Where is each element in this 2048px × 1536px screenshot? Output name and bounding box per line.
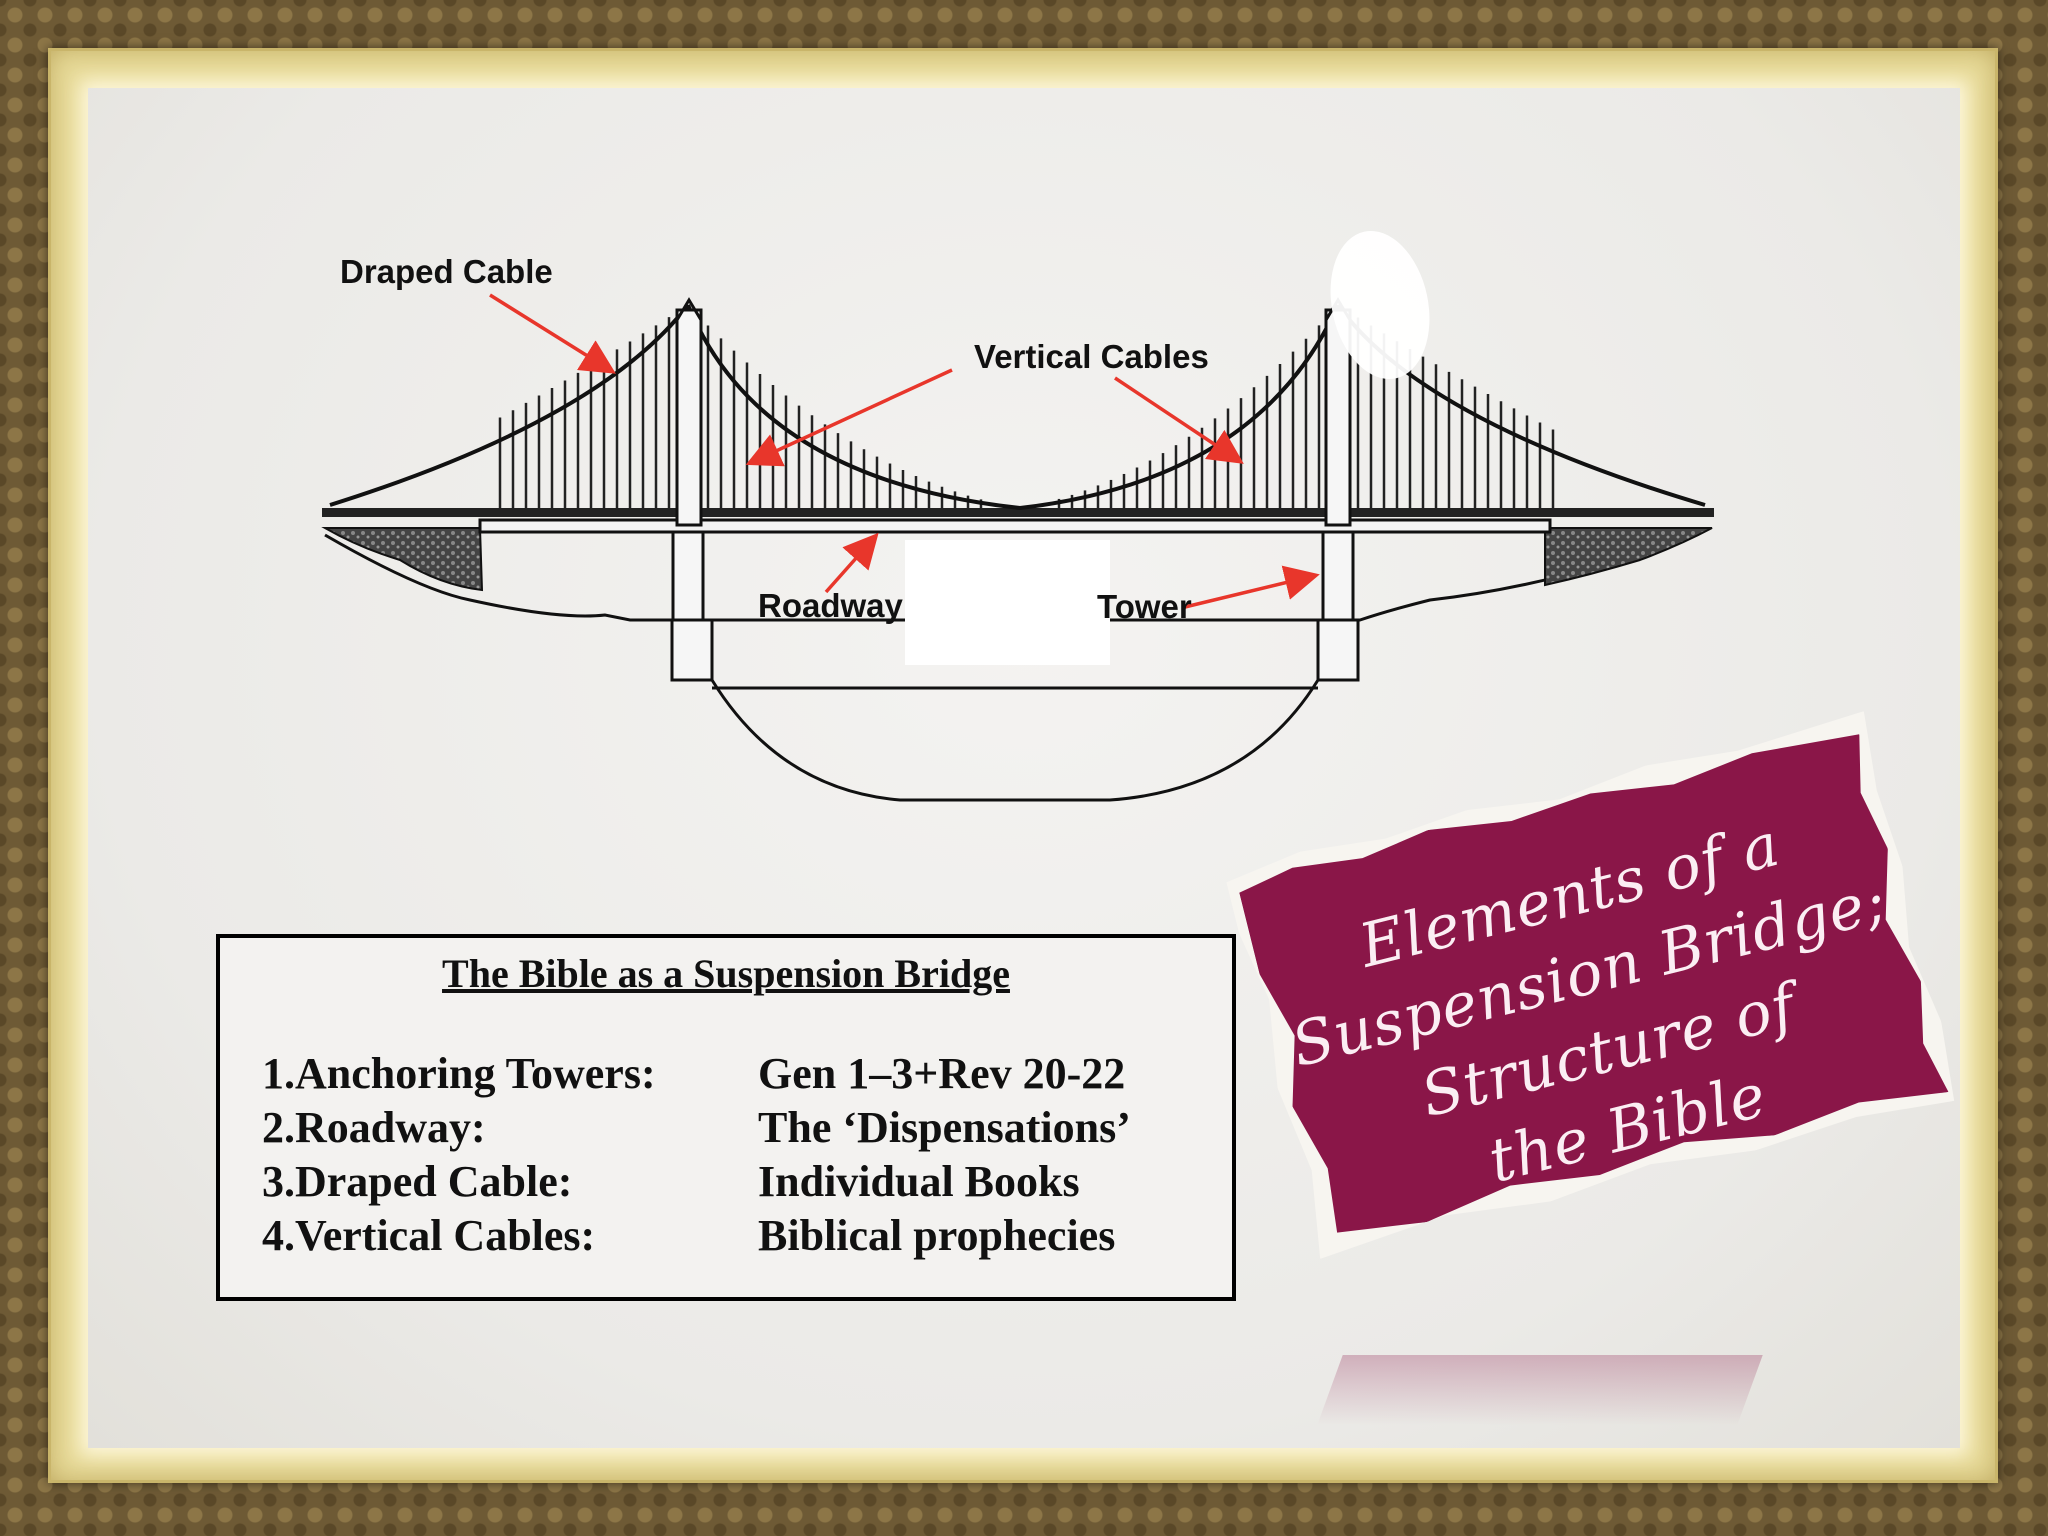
callout-arrows xyxy=(489,293,1320,609)
right-pier-base xyxy=(1316,618,1360,682)
mapping-term: 4.Vertical Cables: xyxy=(262,1211,596,1260)
draped-cable-center xyxy=(686,304,1340,511)
draped-cable-left-side xyxy=(329,303,690,507)
mapping-row: 4.Vertical Cables: Biblical prophecies xyxy=(262,1210,1222,1264)
bible-bridge-mapping-box: The Bible as a Suspension Bridge 1.Ancho… xyxy=(216,934,1236,1301)
mapping-row: 2.Roadway: The ‘Dispensations’ xyxy=(262,1102,1222,1156)
label-draped-cable: Draped Cable xyxy=(340,253,553,290)
mapping-meaning: Gen 1–3+Rev 20-22 xyxy=(758,1049,1126,1098)
arrow-tower xyxy=(1184,565,1320,609)
mapping-term: 1.Anchoring Towers: xyxy=(262,1049,656,1098)
arrow-draped-cable xyxy=(489,293,616,374)
mapping-meaning: Biblical prophecies xyxy=(758,1211,1116,1260)
title-card-reflection xyxy=(1317,1355,1763,1425)
label-roadway: Roadway xyxy=(758,587,904,624)
label-tower: Tower xyxy=(1097,588,1192,625)
deck-girder xyxy=(478,518,1552,534)
left-pier xyxy=(671,523,705,627)
arrow-vertical-cables-left xyxy=(745,368,953,467)
right-anchorage xyxy=(1544,527,1713,587)
mapping-term: 2.Roadway: xyxy=(262,1103,486,1152)
arrow-vertical-cables-right xyxy=(1114,376,1244,464)
mapping-title: The Bible as a Suspension Bridge xyxy=(442,951,1010,996)
deck-top xyxy=(322,508,1714,517)
mapping-meaning: Individual Books xyxy=(758,1157,1080,1206)
vertical-cables xyxy=(498,317,1555,508)
valley-outline xyxy=(324,533,1671,622)
arrow-roadway xyxy=(824,532,879,594)
left-anchorage xyxy=(321,527,484,592)
left-pier-base xyxy=(670,618,714,682)
right-pier xyxy=(1321,523,1355,627)
mapping-meaning: The ‘Dispensations’ xyxy=(758,1103,1131,1152)
mapping-row: 1.Anchoring Towers: Gen 1–3+Rev 20-22 xyxy=(262,1048,1222,1102)
mapping-term: 3.Draped Cable: xyxy=(262,1157,573,1206)
left-tower xyxy=(675,297,703,527)
mapping-row: 3.Draped Cable: Individual Books xyxy=(262,1156,1222,1210)
label-vertical-cables: Vertical Cables xyxy=(974,338,1209,375)
river-bed xyxy=(710,679,1320,802)
roadway-label-patch xyxy=(905,540,1110,665)
